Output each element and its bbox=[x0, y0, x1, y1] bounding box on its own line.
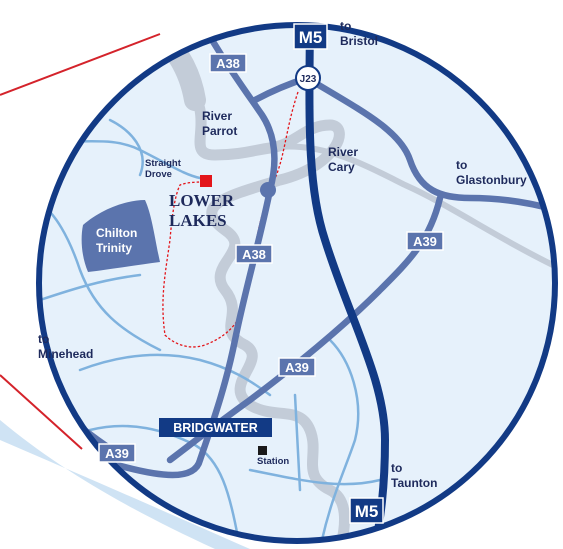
minor-road-northwest bbox=[108, 118, 144, 177]
a38-shield-north[interactable]: A38 bbox=[209, 53, 247, 73]
map-background bbox=[39, 25, 555, 541]
lower-lakes-marker[interactable] bbox=[200, 175, 212, 187]
chilton-trinity-area bbox=[81, 200, 160, 272]
callout-line-bottom bbox=[0, 374, 83, 450]
minor-road-southeast bbox=[248, 468, 382, 486]
svg-text:A39: A39 bbox=[285, 360, 309, 375]
label-station: Station bbox=[257, 456, 289, 467]
river-cary bbox=[267, 143, 555, 273]
svg-text:A39: A39 bbox=[413, 234, 437, 249]
m5-shield-south[interactable]: M5 bbox=[349, 497, 384, 524]
a38-roundabout bbox=[260, 182, 276, 198]
bridgwater-label[interactable]: BRIDGWATER bbox=[159, 418, 272, 437]
minor-road-west bbox=[39, 198, 162, 352]
svg-text:M5: M5 bbox=[355, 502, 379, 521]
svg-text:BRIDGWATER: BRIDGWATER bbox=[173, 421, 258, 435]
junction-j23-marker[interactable]: J23 bbox=[295, 65, 321, 91]
station-marker[interactable] bbox=[258, 446, 267, 455]
minor-road-southwest bbox=[78, 353, 272, 397]
minor-road-chilton bbox=[39, 273, 142, 302]
a39-shield-east[interactable]: A39 bbox=[406, 231, 444, 251]
svg-text:A38: A38 bbox=[242, 247, 266, 262]
m5-motorway bbox=[305, 25, 390, 541]
minor-road-east-loop bbox=[318, 338, 360, 541]
junction-label: J23 bbox=[300, 74, 317, 85]
a39-east bbox=[303, 74, 555, 216]
minor-road-station bbox=[293, 393, 302, 492]
svg-text:A38: A38 bbox=[216, 56, 240, 71]
svg-text:M5: M5 bbox=[299, 28, 323, 47]
a38-shield-south[interactable]: A38 bbox=[235, 244, 273, 264]
svg-text:A39: A39 bbox=[105, 446, 129, 461]
a39-shield-west[interactable]: A39 bbox=[98, 443, 136, 463]
a39-shield-center[interactable]: A39 bbox=[278, 357, 316, 377]
m5-shield-north[interactable]: M5 bbox=[293, 23, 328, 50]
river-parrot bbox=[144, 25, 350, 541]
callout-line-top bbox=[0, 33, 161, 96]
